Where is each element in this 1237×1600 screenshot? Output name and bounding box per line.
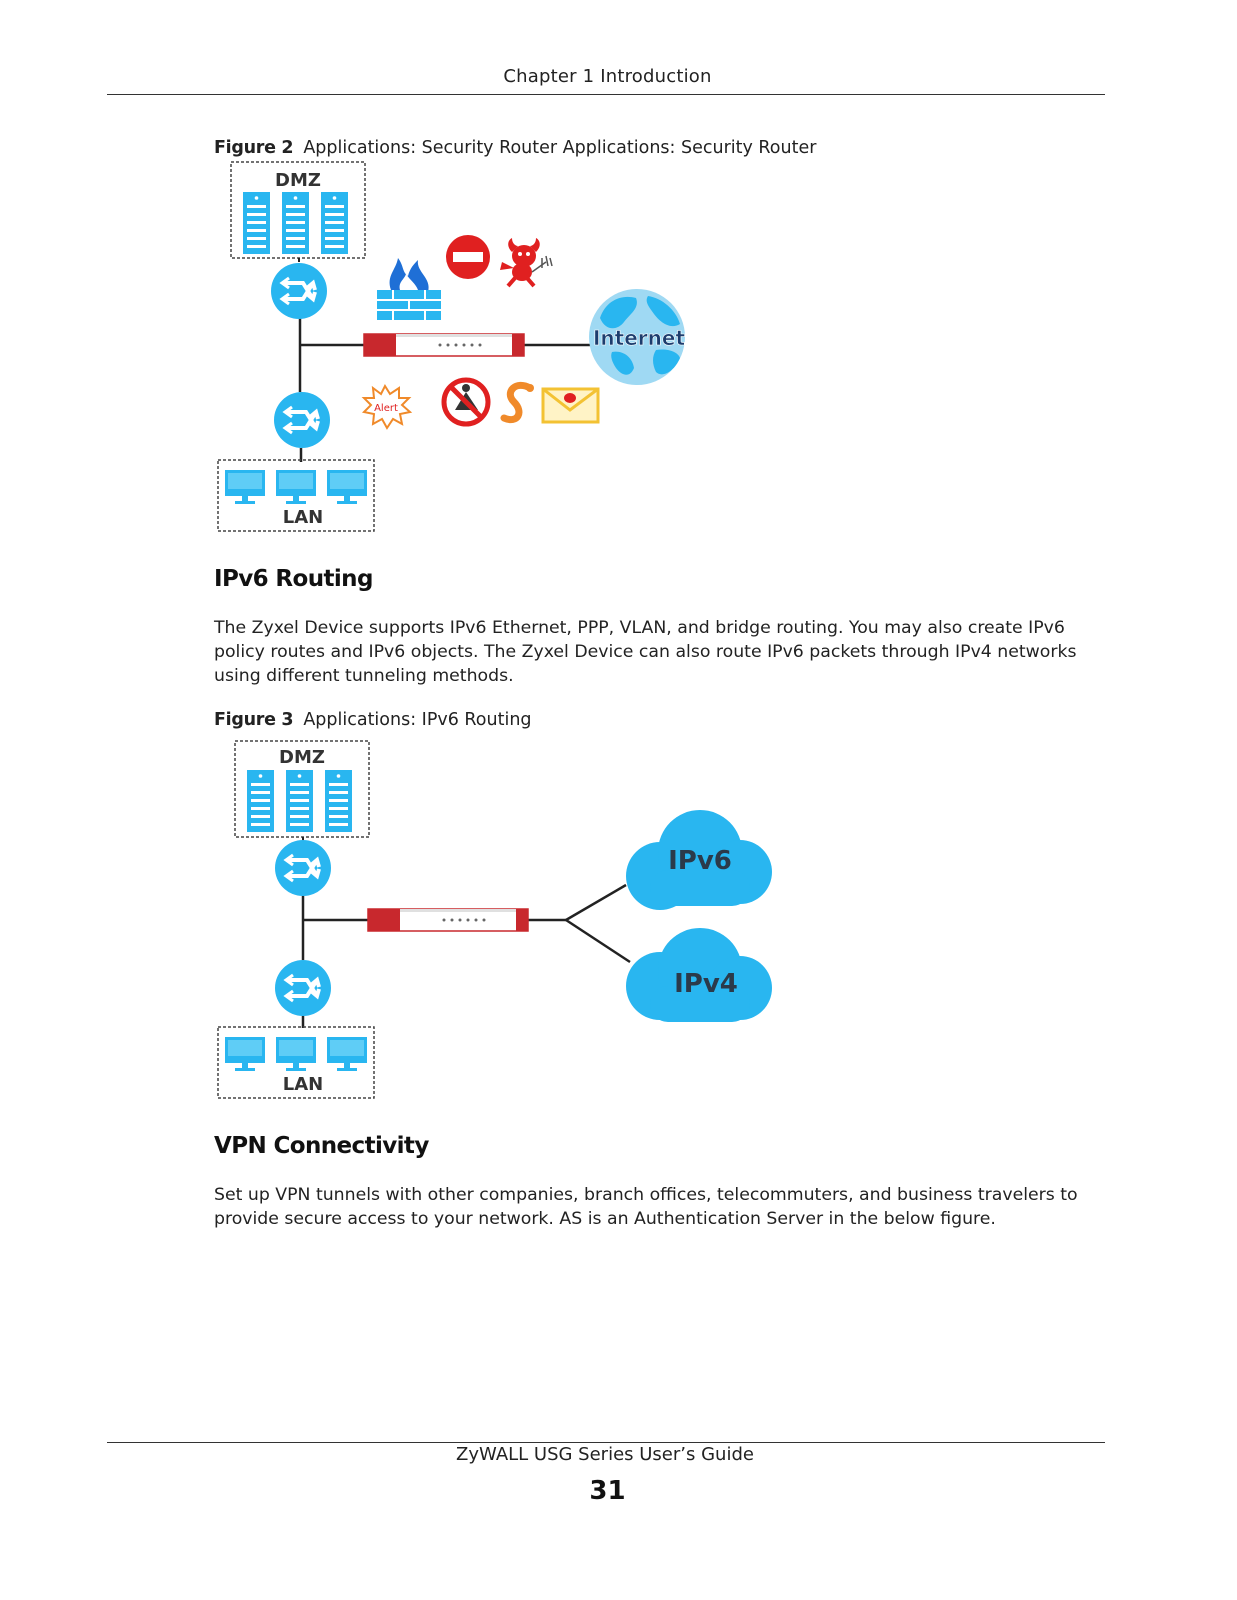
figure-2-caption: Figure 2 Applications: Security Router Ap…: [214, 138, 816, 158]
dmz-label: DMZ: [275, 170, 321, 191]
lan-label: LAN: [283, 507, 323, 528]
firewall-icon: [377, 258, 441, 320]
no-entry-icon: [446, 235, 490, 279]
page-header-chapter: Chapter 1 Introduction: [503, 66, 712, 87]
no-intrusion-icon: [441, 377, 491, 427]
lan-computer-icon: [276, 470, 316, 504]
lan-label: LAN: [283, 1074, 323, 1095]
ipv6-routing-paragraph: The Zyxel Device supports IPv6 Ethernet,…: [214, 618, 1077, 686]
section-heading-vpn-connectivity: VPN Connectivity: [214, 1133, 429, 1159]
figure-2-diagram: DMZ: [217, 161, 686, 532]
figure-2-label: Figure 2: [214, 138, 294, 158]
footer-guide-title: ZyWALL USG Series User’s Guide: [456, 1444, 754, 1465]
vpn-connectivity-paragraph: Set up VPN tunnels with other companies,…: [214, 1185, 1078, 1229]
security-router-icon: [367, 908, 529, 932]
security-router-icon: [363, 333, 525, 357]
lan-computer-icon: [276, 1037, 316, 1071]
header-rule: [107, 94, 1105, 95]
lan-zone-box: [217, 1026, 375, 1099]
ipv4-cloud-label: IPv4: [674, 969, 738, 999]
figure-3-caption: Figure 3 Applications: IPv6 Routing: [214, 710, 532, 730]
figure-2-caption-text: Applications: Security Router Applicatio…: [303, 138, 817, 158]
lan-zone-box: [217, 459, 375, 532]
dmz-server-icon: [247, 770, 274, 832]
lan-computer-icon: [327, 470, 367, 504]
figure-3-label: Figure 3: [214, 710, 294, 730]
spam-mail-icon: [541, 387, 600, 424]
alert-label: Alert: [374, 403, 398, 414]
dmz-label: DMZ: [279, 747, 325, 768]
section-heading-ipv6-routing: IPv6 Routing: [214, 566, 373, 592]
lan-computer-icon: [225, 1037, 265, 1071]
footer-rule: [107, 1442, 1105, 1443]
dmz-server-icon: [286, 770, 313, 832]
dmz-server-icon: [282, 192, 309, 254]
figure-3-diagram: DMZ IPv6 IPv4 LAN: [217, 740, 772, 1099]
devil-hacker-icon: [500, 238, 553, 288]
figure-3-caption-text: Applications: IPv6 Routing: [303, 710, 532, 730]
ipv4-cloud-icon: IPv4: [626, 928, 772, 1022]
dmz-server-icon: [325, 770, 352, 832]
lan-switch-icon: [272, 390, 332, 450]
alert-icon: Alert: [361, 383, 413, 430]
dmz-server-icon: [243, 192, 270, 254]
lan-computer-icon: [327, 1037, 367, 1071]
dmz-switch-icon: [273, 838, 333, 898]
worm-icon: [500, 381, 534, 423]
dmz-server-icon: [321, 192, 348, 254]
internet-label: Internet: [593, 326, 685, 350]
lan-computer-icon: [225, 470, 265, 504]
ipv6-cloud-icon: IPv6: [626, 810, 772, 910]
internet-globe-icon: Internet: [589, 289, 686, 385]
ipv6-cloud-label: IPv6: [668, 846, 732, 876]
page-number: 31: [589, 1476, 626, 1506]
dmz-switch-icon: [269, 261, 329, 321]
lan-switch-icon: [273, 958, 333, 1018]
